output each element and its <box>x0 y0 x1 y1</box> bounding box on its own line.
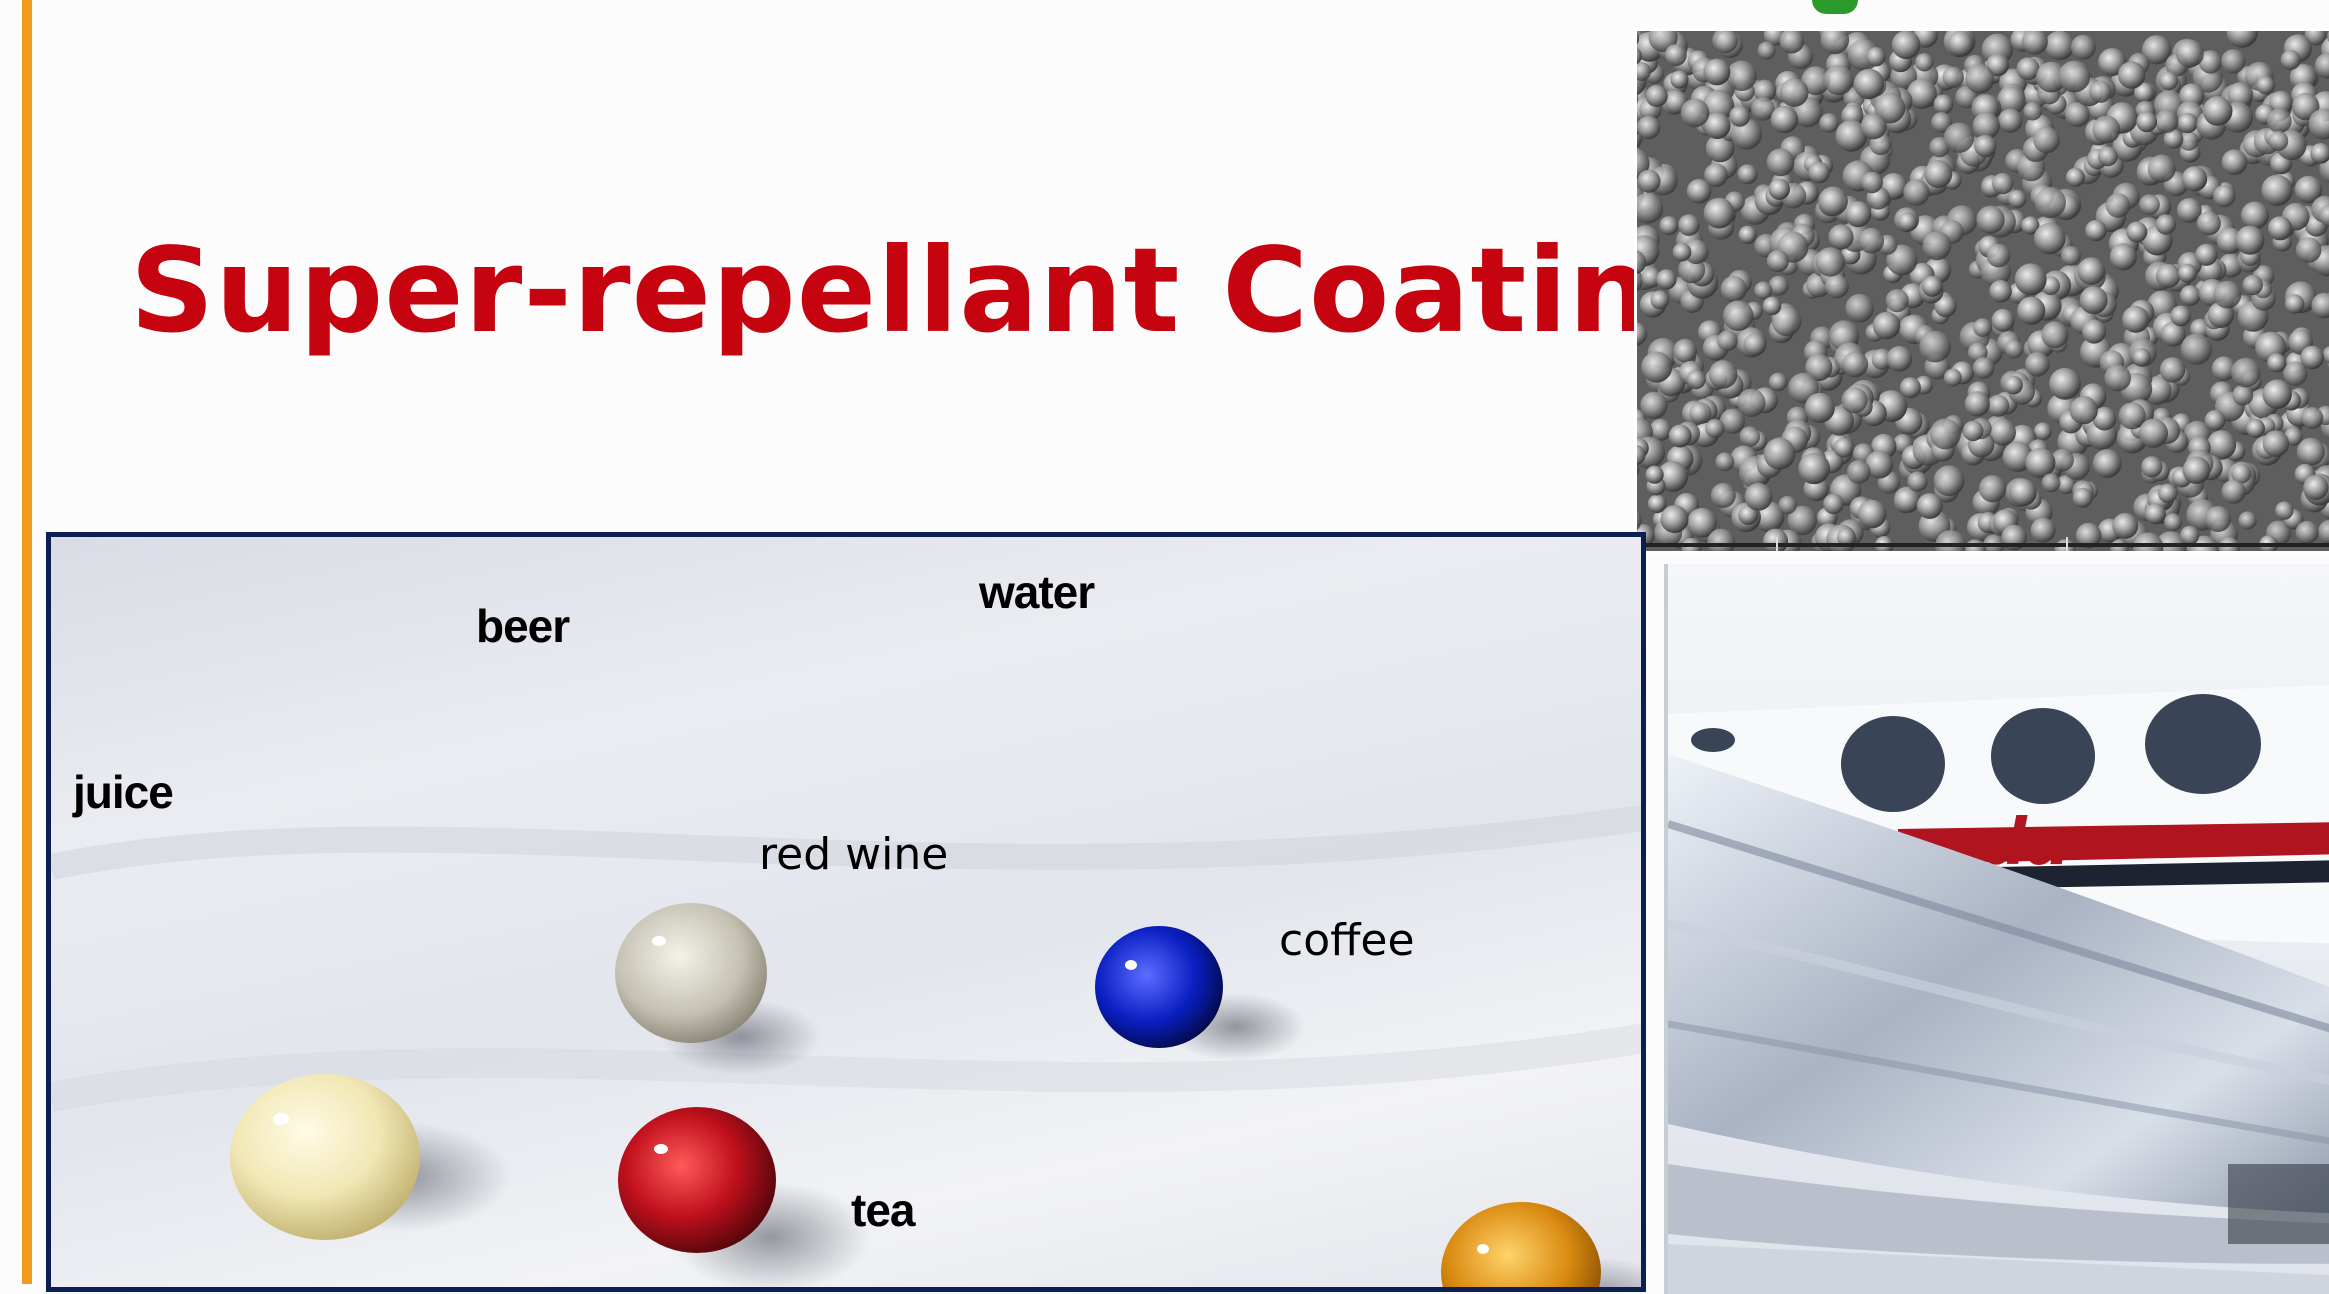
beer-droplet <box>615 903 767 1043</box>
label-tea: tea <box>851 1183 914 1237</box>
slide-title: Super-repellant Coatings <box>130 222 1808 359</box>
water-droplet <box>1095 926 1223 1048</box>
label-coffee: coffee <box>1279 915 1415 966</box>
iced-aircraft-photo: ada <box>1664 564 2329 1294</box>
logo-fragment <box>1812 0 1858 14</box>
slide-accent-bar <box>22 0 32 1284</box>
sem-micrograph-image <box>1634 28 2329 554</box>
red-wine-droplet <box>618 1107 776 1253</box>
liquid-droplets-photo: beer water juice red wine coffee tea <box>46 532 1646 1292</box>
tea-droplet <box>1441 1202 1601 1292</box>
label-beer: beer <box>476 599 569 653</box>
juice-droplet <box>230 1074 420 1240</box>
label-juice: juice <box>73 765 173 819</box>
label-red-wine: red wine <box>759 829 948 880</box>
label-water: water <box>979 565 1094 619</box>
